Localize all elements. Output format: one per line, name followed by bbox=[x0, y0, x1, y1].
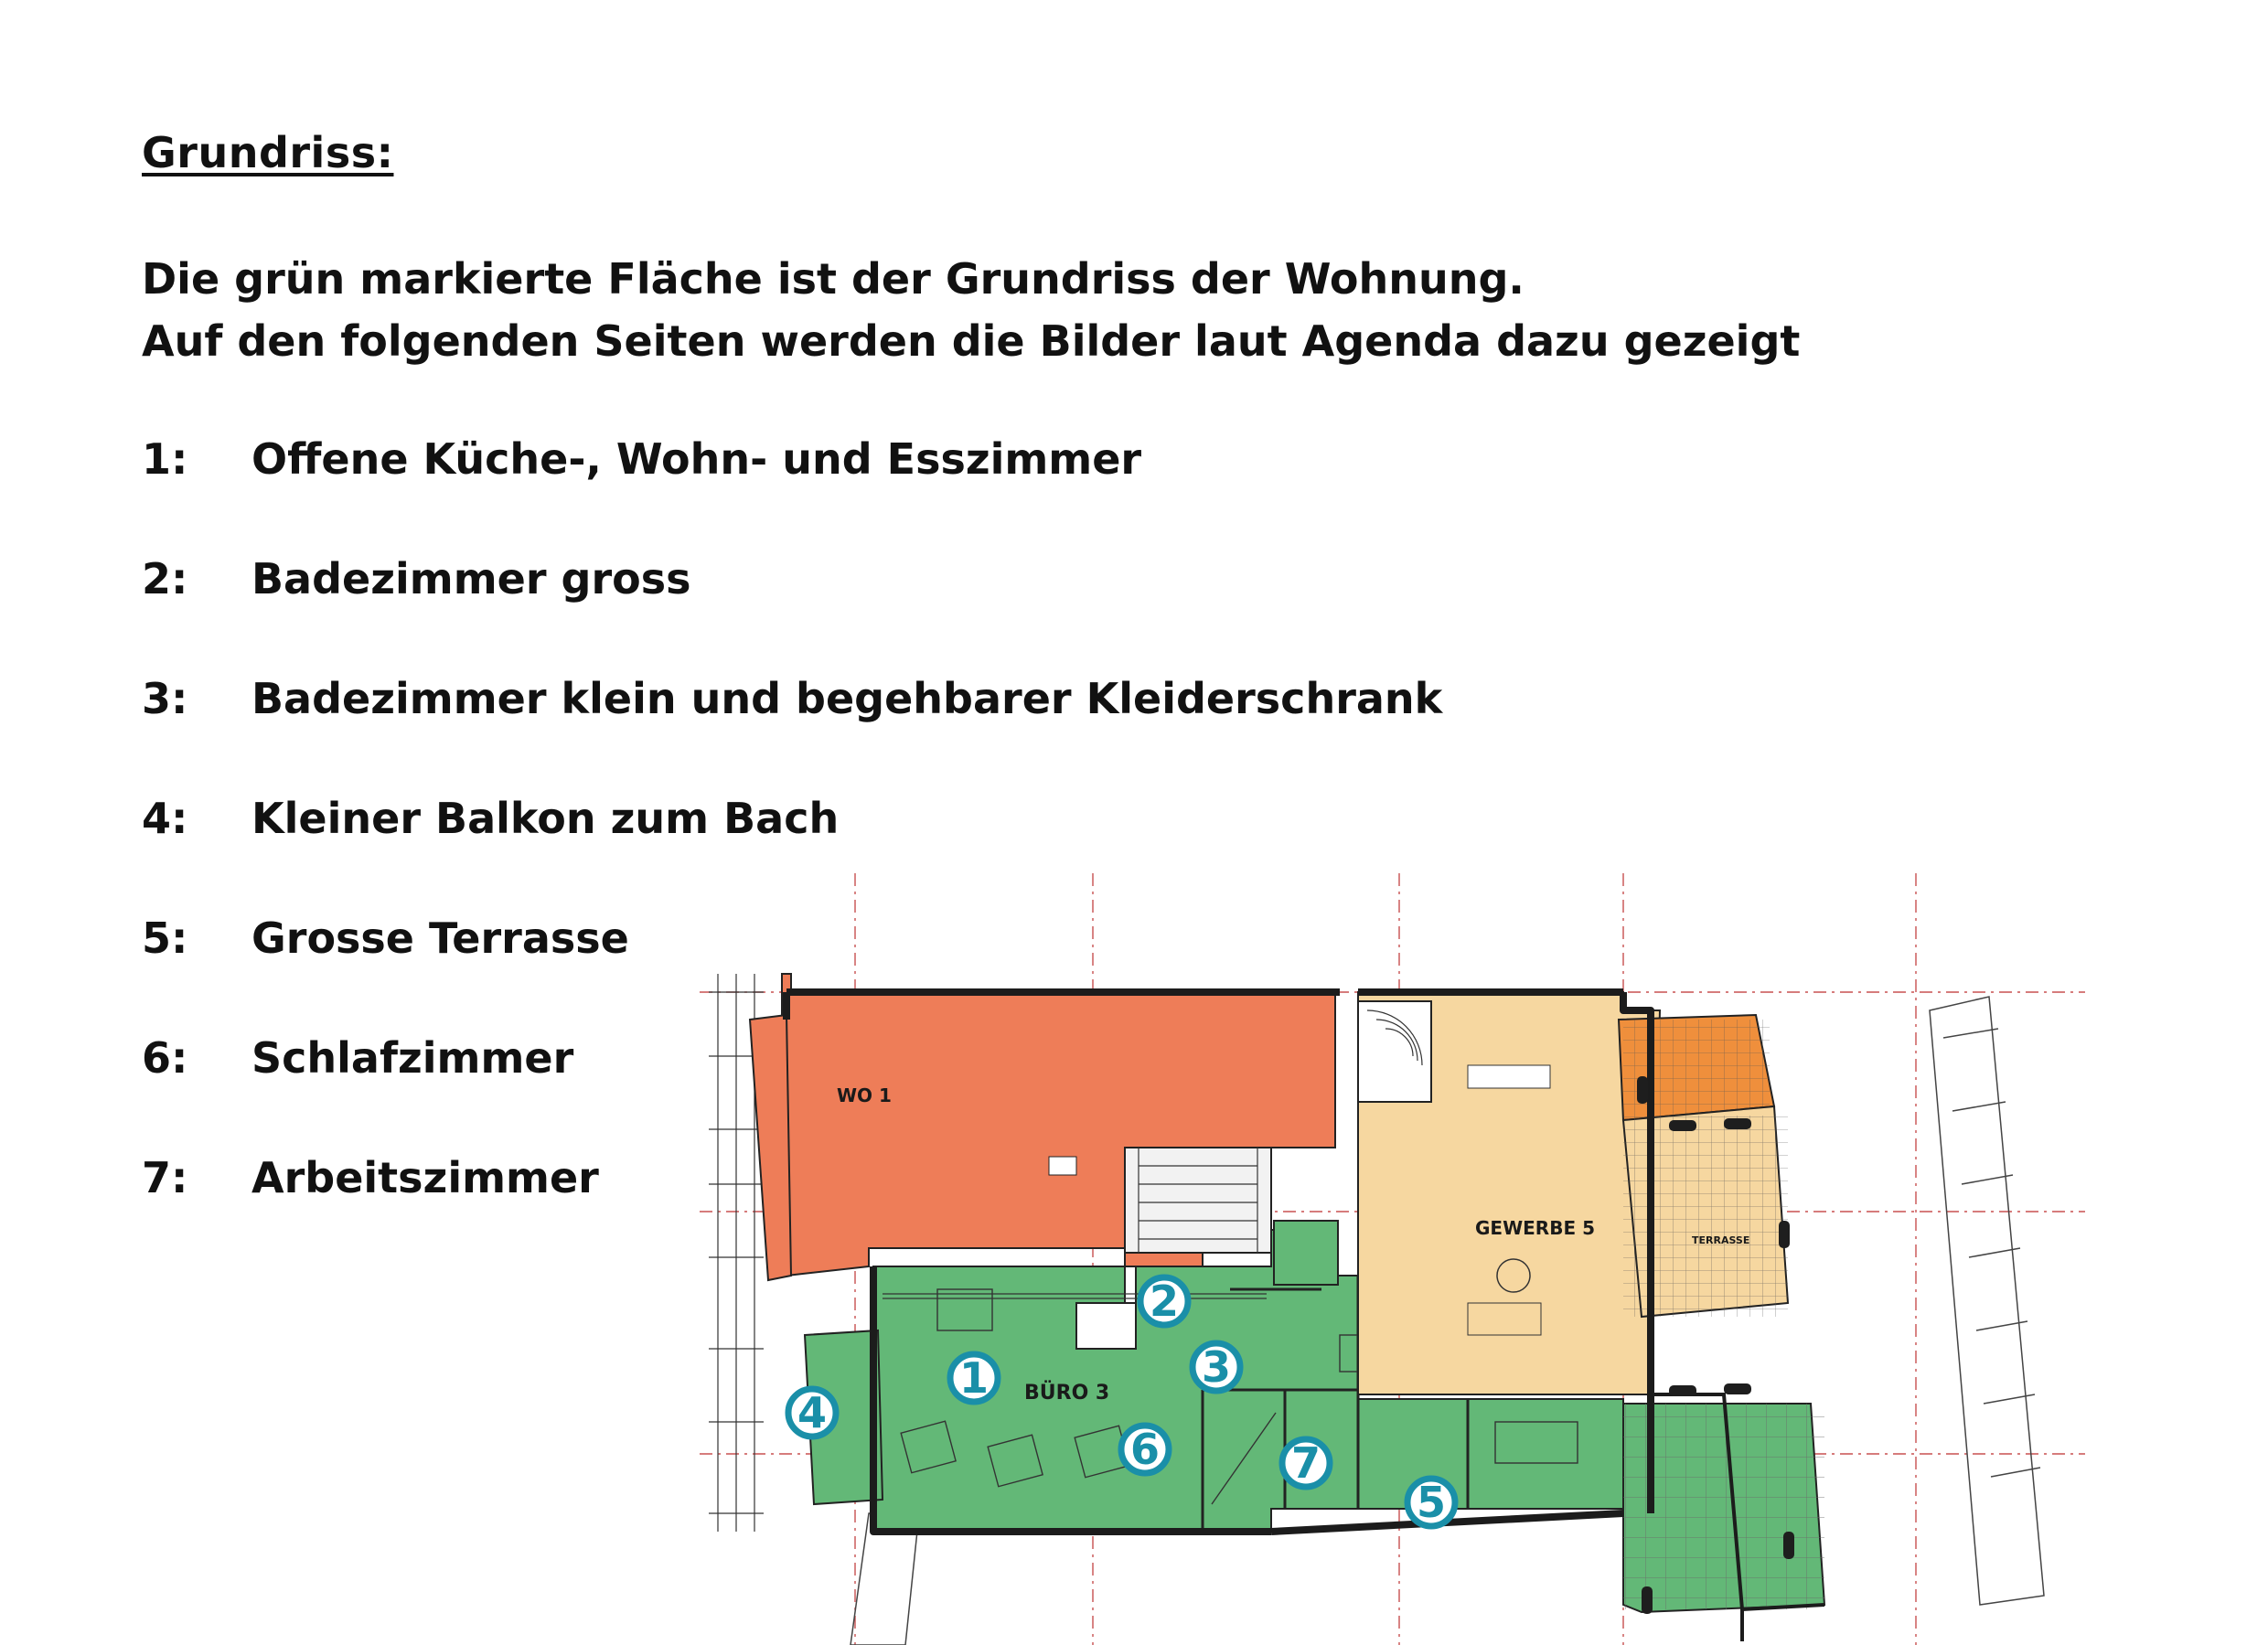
svg-text:3: 3 bbox=[1202, 1342, 1231, 1392]
upper-balcony bbox=[748, 1013, 793, 1282]
agenda-item-number: 4: bbox=[142, 794, 188, 843]
stair-core bbox=[1124, 1147, 1272, 1254]
agenda-item-number: 3: bbox=[142, 674, 188, 723]
svg-text:4: 4 bbox=[797, 1388, 827, 1437]
agenda-item-label: Arbeitszimmer bbox=[251, 1153, 599, 1202]
agenda-item-number: 7: bbox=[142, 1153, 188, 1202]
svg-text:6: 6 bbox=[1130, 1425, 1160, 1474]
agenda-item-number: 6: bbox=[142, 1033, 188, 1083]
intro-line-1: Die grün markierte Fläche ist der Grundr… bbox=[142, 254, 1524, 304]
svg-text:7: 7 bbox=[1291, 1438, 1321, 1488]
intro-line-2: Auf den folgenden Seiten werden die Bild… bbox=[142, 316, 1801, 366]
page-heading: Grundriss: bbox=[142, 128, 394, 177]
marker-1: 1 bbox=[947, 1351, 1001, 1405]
agenda-item-label: Grosse Terrasse bbox=[251, 913, 629, 963]
svg-text:1: 1 bbox=[959, 1353, 989, 1403]
agenda-item: 5: Grosse Terrasse bbox=[142, 913, 1442, 1033]
marker-3: 3 bbox=[1189, 1340, 1244, 1394]
floor-plan: WO 1 BÜRO 3 GEWERBE 5 TERRASSE 1 2 3 4 bbox=[700, 873, 2085, 1645]
balcony-area bbox=[803, 1329, 884, 1506]
agenda-item: 4: Kleiner Balkon zum Bach bbox=[142, 794, 1442, 913]
agenda-item: 7: Arbeitszimmer bbox=[142, 1153, 1442, 1273]
plan-label-wo1: WO 1 bbox=[837, 1084, 892, 1106]
svg-text:5: 5 bbox=[1417, 1478, 1446, 1527]
agenda-list: 1: Offene Küche-, Wohn- und Esszimmer 2:… bbox=[142, 434, 1442, 1273]
agenda-item: 6: Schlafzimmer bbox=[142, 1033, 1442, 1153]
agenda-item-number: 5: bbox=[142, 913, 188, 963]
marker-6: 6 bbox=[1118, 1422, 1172, 1477]
marker-7: 7 bbox=[1278, 1436, 1333, 1490]
agenda-item-number: 2: bbox=[142, 554, 188, 604]
agenda-item-label: Badezimmer gross bbox=[251, 554, 691, 604]
agenda-item-label: Kleiner Balkon zum Bach bbox=[251, 794, 840, 843]
plan-label-buero3: BÜRO 3 bbox=[1024, 1381, 1109, 1405]
marker-4: 4 bbox=[785, 1385, 840, 1440]
agenda-item-label: Schlafzimmer bbox=[251, 1033, 574, 1083]
agenda-item: 3: Badezimmer klein und begehbarer Kleid… bbox=[142, 674, 1442, 794]
agenda-item-label: Offene Küche-, Wohn- und Esszimmer bbox=[251, 434, 1142, 484]
marker-5: 5 bbox=[1404, 1475, 1459, 1530]
plan-label-gewerbe: GEWERBE 5 bbox=[1475, 1217, 1595, 1239]
agenda-item: 2: Badezimmer gross bbox=[142, 554, 1442, 674]
neighbour-facade bbox=[1929, 996, 2045, 1606]
plan-label-terrasse: TERRASSE bbox=[1692, 1234, 1749, 1246]
svg-text:2: 2 bbox=[1150, 1276, 1179, 1326]
agenda-item-label: Badezimmer klein und begehbarer Kleiders… bbox=[251, 674, 1443, 723]
marker-2: 2 bbox=[1137, 1274, 1192, 1329]
agenda-item: 1: Offene Küche-, Wohn- und Esszimmer bbox=[142, 434, 1442, 554]
agenda-item-number: 1: bbox=[142, 434, 188, 484]
bathroom-area bbox=[1273, 1220, 1339, 1286]
